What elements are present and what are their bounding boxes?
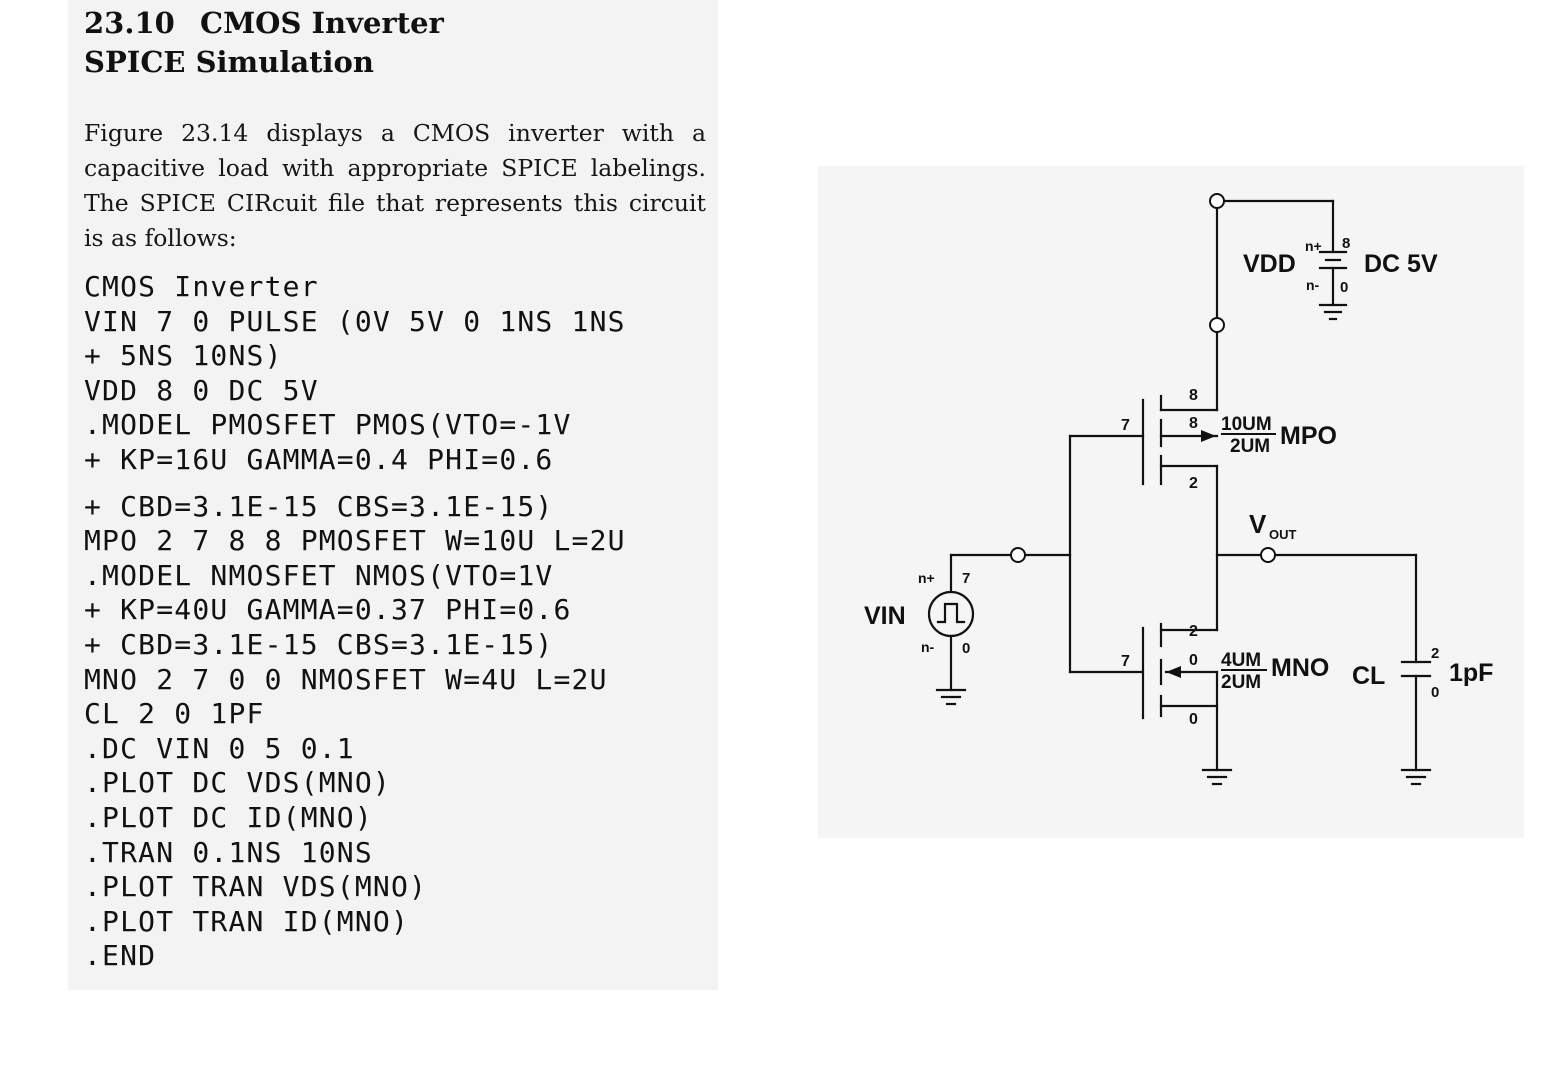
code-line: VIN 7 0 PULSE (0V 5V 0 1NS 1NS [84,304,626,338]
vdd-pos-node: 8 [1342,235,1350,252]
code-line: MPO 2 7 8 8 PMOSFET W=10U L=2U [84,524,626,558]
vin-name-label: VIN [864,602,906,630]
code-line: + KP=40U GAMMA=0.37 PHI=0.6 [84,593,572,627]
code-line: + CBD=3.1E-15 CBS=3.1E-15) [84,627,554,661]
code-line: CL 2 0 1PF [84,697,265,731]
pmos-source-node: 8 [1189,387,1198,404]
section-title-line2: SPICE Simulation [84,45,374,79]
output-terminal [1260,547,1276,563]
vdd-value-label: DC 5V [1364,250,1438,278]
nmos-width-label: 4UM [1221,650,1261,671]
intro-paragraph: Figure 23.14 displays a CMOS inverter wi… [84,119,706,252]
nmos-drain-node: 2 [1189,623,1198,640]
code-line: .PLOT TRAN VDS(MNO) [84,870,428,904]
vout-label-sub: OUT [1269,527,1297,542]
section-number: 23.10 [84,6,175,40]
pmos-body-node: 8 [1189,415,1198,432]
nmos-name-label: MNO [1271,654,1329,682]
vdd-neg-node: 0 [1340,279,1348,296]
code-line: .PLOT DC VDS(MNO) [84,766,391,800]
code-line: .MODEL PMOSFET PMOS(VTO=-1V [84,408,572,442]
pmos-name-label: MPO [1280,422,1337,450]
code-line: MNO 2 7 0 0 NMOSFET W=4U L=2U [84,662,608,696]
section-title-line1: CMOS Inverter [200,6,444,40]
cap-bottom-node: 0 [1431,684,1439,701]
text-column-background [68,0,718,990]
pulse-icon [936,602,966,624]
code-line: CMOS Inverter [84,270,319,303]
pmos-drain-node: 2 [1189,475,1198,492]
code-line: .MODEL NMOSFET NMOS(VTO=1V [84,558,554,592]
vin-neg-label: n- [921,639,935,655]
vin-source-circle [927,590,975,638]
code-line: .PLOT TRAN ID(MNO) [84,904,410,938]
nmos-gate-node: 7 [1121,653,1130,670]
pmos-width-label: 10UM [1221,414,1272,435]
pmos-gate-node: 7 [1121,417,1130,434]
vin-neg-node: 0 [962,640,970,657]
cap-value-label: 1pF [1449,659,1493,687]
code-line: .PLOT DC ID(MNO) [84,800,373,834]
vin-pos-label: n+ [918,570,935,586]
section-heading: 23.10 CMOS Inverter SPICE Simulation [84,4,444,82]
spice-listing: CMOS Inverter VIN 7 0 PULSE (0V 5V 0 1NS… [84,270,626,974]
vdd-neg-label: n- [1306,277,1320,293]
input-terminal [1010,547,1026,563]
code-line: + KP=16U GAMMA=0.4 PHI=0.6 [84,442,554,476]
vout-label-main: V [1249,509,1267,539]
code-line: .END [84,939,157,973]
code-line: + 5NS 10NS) [84,339,283,373]
code-line: + CBD=3.1E-15 CBS=3.1E-15) [84,489,554,523]
vdd-terminal-bottom [1209,317,1225,333]
vdd-pos-label: n+ [1305,238,1322,254]
code-line: .TRAN 0.1NS 10NS [84,835,373,869]
nmos-body-node: 0 [1189,652,1198,669]
figure-background [818,166,1524,838]
nmos-arrow-icon [1166,666,1181,678]
cap-name-label: CL [1352,662,1385,690]
cap-top-node: 2 [1431,645,1439,662]
nmos-source-node: 0 [1189,711,1198,728]
vdd-name-label: VDD [1243,250,1296,278]
nmos-length-label: 2UM [1221,672,1261,693]
pmos-arrow-icon [1201,430,1216,442]
pmos-length-label: 2UM [1230,436,1270,457]
code-line: .DC VIN 0 5 0.1 [84,731,355,765]
vdd-terminal-top [1209,193,1225,209]
code-line: VDD 8 0 DC 5V [84,373,319,407]
vin-pos-node: 7 [962,570,970,587]
